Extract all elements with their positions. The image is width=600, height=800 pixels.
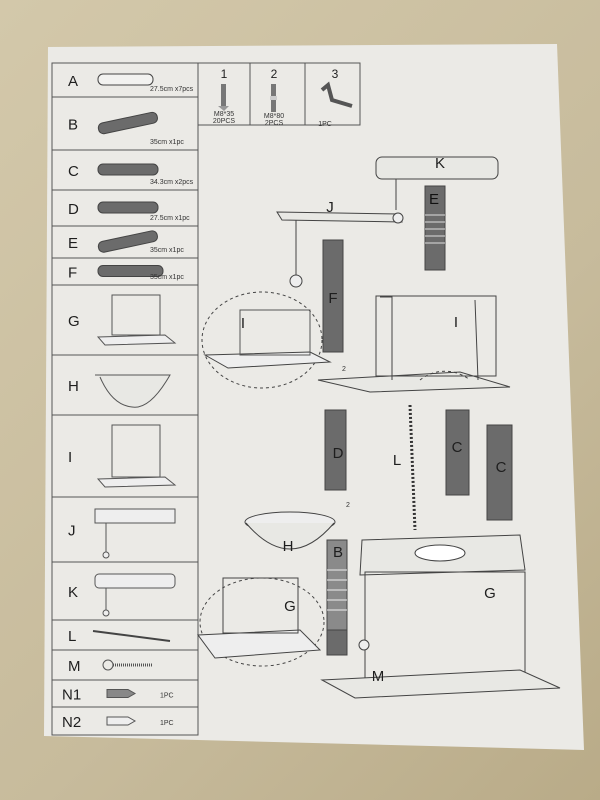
label-h: H	[283, 538, 294, 555]
label-k: K	[435, 155, 445, 172]
part-letter: F	[68, 265, 77, 282]
part-letter: E	[68, 235, 78, 252]
part-row-e: E 35cm x1pc	[68, 230, 184, 254]
label-i: I	[241, 315, 245, 332]
part-icon	[106, 689, 137, 698]
post-f	[322, 239, 344, 353]
part-row-c: C 34.3cm x2pcs	[68, 163, 194, 186]
double-bolt-icon	[270, 84, 277, 112]
part-letter: C	[68, 163, 79, 180]
part-icon	[96, 424, 177, 488]
part-row-d: D 27.5cm x1pc	[68, 201, 190, 222]
part-icon	[97, 230, 158, 253]
part-spec: 35cm x1pc	[150, 139, 184, 146]
label-screw-2: 2	[342, 366, 346, 373]
part-icon	[97, 201, 159, 214]
part-spec: 34.3cm x2pcs	[150, 179, 194, 186]
part-icon	[97, 265, 164, 277]
part-icon	[96, 294, 177, 346]
part-row-k: K	[68, 573, 176, 617]
part-spec: 27.5cm x7pcs	[150, 86, 194, 93]
platform-k	[375, 156, 499, 180]
part-spec: 27.5cm x1pc	[150, 215, 190, 222]
bolt-icon	[218, 84, 229, 111]
paper-sheet	[44, 44, 584, 750]
part-icon	[97, 163, 159, 176]
post-e	[424, 185, 446, 271]
label-b: B	[333, 544, 343, 561]
label-screw-2: 2	[346, 502, 350, 509]
part-icon	[97, 73, 154, 86]
part-row-n2: N2 1PC	[62, 714, 174, 731]
label-m: M	[372, 668, 385, 685]
part-letter: L	[68, 628, 76, 645]
hardware-qty: 2PCS	[265, 120, 284, 127]
diagram-labels: K J E F I I D L C C H B G G M 2 2	[241, 155, 507, 685]
part-letter: K	[68, 584, 78, 601]
hardware-size: M8*80	[264, 113, 284, 120]
hardware-qty: 1PC	[318, 121, 332, 128]
detail-circle-bottom	[199, 577, 325, 667]
part-icon	[92, 630, 171, 642]
part-icon	[106, 716, 137, 726]
label-c: C	[452, 439, 463, 456]
part-letter: A	[68, 73, 78, 90]
label-c: C	[496, 459, 507, 476]
hardware-number: 3	[332, 67, 339, 81]
part-letter: J	[68, 523, 76, 540]
hardware-number: 1	[221, 67, 228, 81]
label-g: G	[484, 585, 496, 602]
rope-l	[408, 404, 417, 531]
parts-table	[51, 62, 199, 736]
part-letter: G	[68, 313, 80, 330]
post-c-left	[445, 409, 470, 496]
hardware-size: M8*35	[214, 111, 234, 118]
allen-key-icon	[320, 81, 353, 108]
detail-circle-top	[201, 291, 323, 389]
part-row-b: B 35cm x1pc	[68, 111, 184, 146]
part-row-g: G	[68, 294, 177, 346]
part-spec: 35cm x1pc	[150, 247, 184, 254]
part-icon	[97, 111, 158, 135]
part-spec: 1PC	[160, 693, 174, 700]
post-d	[324, 409, 347, 491]
label-d: D	[333, 445, 344, 462]
part-icon	[102, 659, 152, 671]
part-spec: 1PC	[160, 720, 174, 727]
hardware-number: 2	[271, 67, 278, 81]
label-g: G	[284, 598, 296, 615]
part-letter: N1	[62, 687, 81, 704]
part-letter: M	[68, 658, 81, 675]
part-row-m: M	[68, 658, 152, 675]
part-icon	[95, 374, 171, 408]
platform-j	[276, 211, 403, 223]
part-letter: N2	[62, 714, 81, 731]
label-e: E	[429, 191, 439, 208]
part-icon	[94, 508, 176, 559]
label-l: L	[393, 452, 401, 469]
part-row-a: A 27.5cm x7pcs	[68, 73, 194, 93]
label-i: I	[454, 314, 458, 331]
part-row-f: F 35cm x1pc	[68, 265, 184, 282]
part-letter: H	[68, 378, 79, 395]
assembly-diagram	[197, 156, 561, 699]
part-row-n1: N1 1PC	[62, 687, 174, 704]
label-j: J	[326, 199, 334, 216]
part-spec: 35cm x1pc	[150, 274, 184, 281]
part-row-h: H	[68, 374, 171, 408]
part-letter: I	[68, 449, 72, 466]
post-c-right	[486, 424, 513, 521]
hardware-table: 1 2 3 M8*35 20PCS M8*80 2PCS 1PC	[197, 62, 361, 128]
part-letter: B	[68, 117, 78, 134]
hardware-qty: 20PCS	[213, 118, 236, 125]
part-row-i: I	[68, 424, 177, 488]
part-icon	[94, 573, 176, 617]
part-letter: D	[68, 201, 79, 218]
part-row-j: J	[68, 508, 176, 559]
label-f: F	[328, 290, 337, 307]
part-row-l: L	[68, 628, 171, 645]
